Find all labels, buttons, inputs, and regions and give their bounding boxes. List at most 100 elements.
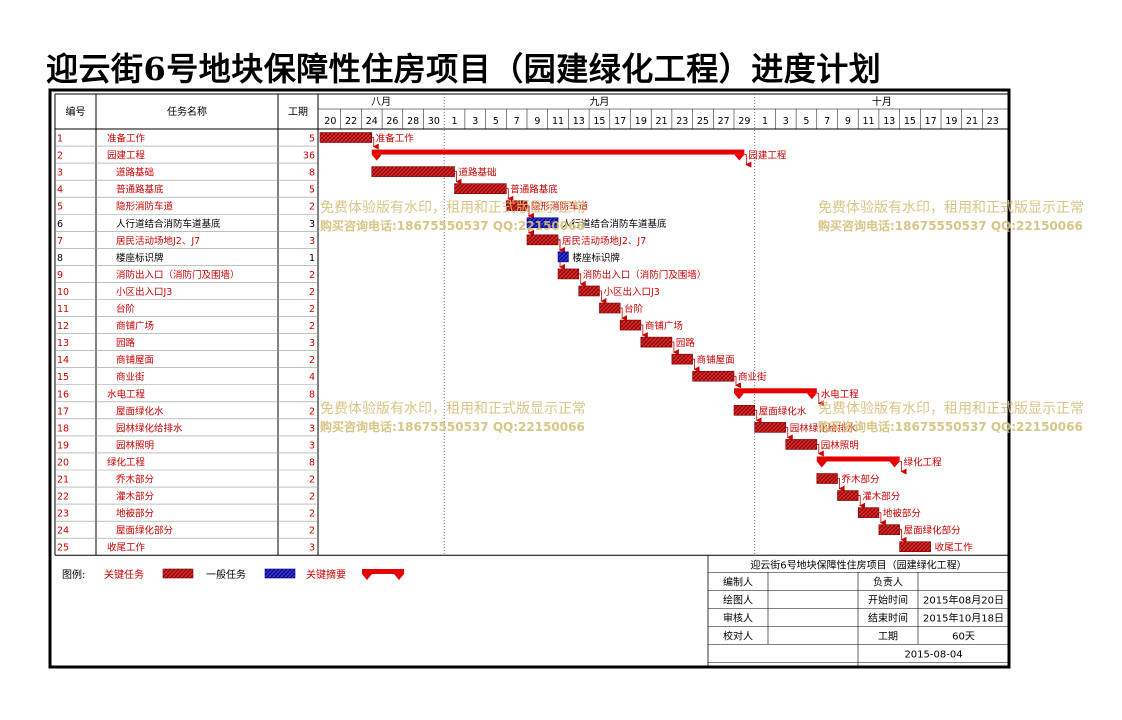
bar-label: 商铺广场	[645, 320, 683, 332]
day-tick-label: 17	[925, 116, 937, 127]
info-date: 2015-08-04	[904, 649, 962, 660]
task-name: 商铺屋面	[116, 354, 154, 366]
task-bar	[671, 353, 693, 365]
day-tick-label: 20	[324, 116, 336, 127]
task-name: 普通路基底	[116, 184, 164, 196]
task-bar	[557, 268, 580, 280]
dependency-link	[837, 478, 845, 492]
task-id: 5	[57, 202, 63, 213]
info-start-label: 开始时间	[868, 593, 908, 606]
dependency-link	[785, 426, 793, 441]
task-duration: 2	[309, 509, 315, 520]
info-end-value: 2015年10月18日	[923, 611, 1004, 624]
task-bar	[505, 200, 528, 212]
bar-label: 普通路基底	[510, 184, 558, 196]
task-duration: 3	[309, 338, 315, 349]
task-bar	[857, 507, 880, 518]
day-tick-label: 21	[656, 116, 668, 127]
task-duration: 1	[309, 253, 315, 264]
dependency-link	[578, 273, 586, 287]
day-tick-label: 11	[863, 116, 875, 127]
outer-frame	[48, 88, 1011, 669]
bar-label: 台阶	[624, 303, 644, 315]
day-tick-label: 3	[472, 116, 478, 127]
header-duration: 工期	[288, 106, 308, 118]
bar-label: 园林照明	[821, 439, 859, 451]
task-id: 22	[57, 492, 69, 503]
task-duration: 3	[309, 236, 315, 247]
bar-label: 小区出入口J3	[603, 286, 659, 298]
bar-label: 商铺屋面	[697, 354, 735, 366]
info-title: 迎云街6号地块保障性住房项目（园建绿化工程）	[750, 558, 966, 571]
task-name: 楼座标识牌	[116, 252, 164, 264]
bar-label: 道路基础	[459, 167, 497, 179]
task-bar	[754, 422, 787, 433]
task-id: 13	[57, 338, 69, 349]
task-id: 12	[57, 321, 69, 332]
bar-label: 园建工程	[748, 150, 787, 162]
task-bar	[878, 524, 900, 535]
bar-label: 居民活动场地J2、J7	[562, 235, 646, 247]
task-duration: 2	[309, 406, 315, 417]
task-id: 18	[57, 423, 69, 434]
task-duration: 2	[309, 526, 315, 537]
task-bar	[640, 336, 673, 348]
info-prepared-by: 编制人	[723, 575, 753, 588]
task-bar	[899, 541, 931, 553]
task-duration: 2	[309, 202, 315, 213]
summary-bar	[816, 456, 900, 462]
month-label: 八月	[371, 96, 391, 108]
task-name: 道路基础	[116, 167, 154, 179]
task-bar	[785, 439, 818, 450]
task-name: 园林绿化给排水	[116, 422, 183, 434]
dependency-link	[692, 358, 700, 373]
task-duration: 2	[309, 287, 315, 298]
legend-label: 图例:	[62, 568, 85, 581]
info-responsible: 负责人	[873, 575, 903, 588]
task-bar	[816, 473, 838, 484]
dependency-link	[754, 409, 762, 424]
summary-bar	[371, 149, 745, 155]
bar-label: 绿化工程	[904, 456, 943, 468]
summary-bar-end	[734, 154, 745, 161]
day-tick-label: 5	[493, 116, 499, 127]
task-id: 8	[57, 253, 63, 264]
watermark-line2: 购买咨询电话:18675550537 QQ:22150066	[818, 218, 1083, 233]
bar-label: 乔木部分	[842, 474, 881, 486]
header-name: 任务名称	[167, 105, 207, 118]
day-tick-label: 30	[428, 116, 440, 127]
dependency-link	[599, 290, 607, 305]
day-tick-label: 19	[945, 116, 957, 127]
task-bar	[454, 183, 507, 194]
task-bar	[733, 405, 756, 416]
task-id: 11	[57, 304, 69, 315]
bar-label: 园路	[676, 337, 696, 349]
watermark-line1: 免费体验版有水印，租用和正式版显示正常	[818, 200, 1084, 216]
day-tick-label: 28	[407, 116, 419, 127]
task-name: 台阶	[116, 303, 136, 315]
page-title: 迎云街6号地块保障性住房项目（园建绿化工程）进度计划	[46, 50, 882, 88]
task-name: 乔木部分	[116, 474, 155, 486]
day-tick-label: 11	[552, 116, 564, 127]
info-end-label: 结束时间	[868, 611, 908, 624]
bar-label: 商业街	[738, 371, 767, 383]
task-duration: 3	[309, 440, 315, 451]
summary-bar	[734, 388, 817, 394]
day-tick-label: 23	[676, 116, 688, 127]
day-tick-label: 26	[386, 116, 398, 127]
task-name: 准备工作	[107, 133, 146, 145]
legend-summary-swatch	[362, 569, 404, 574]
task-duration: 2	[309, 304, 315, 315]
task-name: 隐形消防车道	[116, 201, 174, 213]
task-id: 20	[57, 457, 69, 468]
month-label: 九月	[589, 96, 609, 108]
task-duration: 8	[309, 389, 315, 400]
legend-critical-label: 关键任务	[104, 568, 144, 581]
task-name: 小区出入口J3	[116, 286, 172, 298]
task-bar	[526, 234, 559, 246]
dependency-link	[878, 512, 886, 526]
day-tick-label: 3	[783, 116, 789, 127]
watermark-line1: 免费体验版有水印，租用和正式版显示正常	[320, 401, 586, 417]
bar-label: 屋面绿化水	[759, 405, 807, 417]
dependency-link	[899, 461, 907, 475]
